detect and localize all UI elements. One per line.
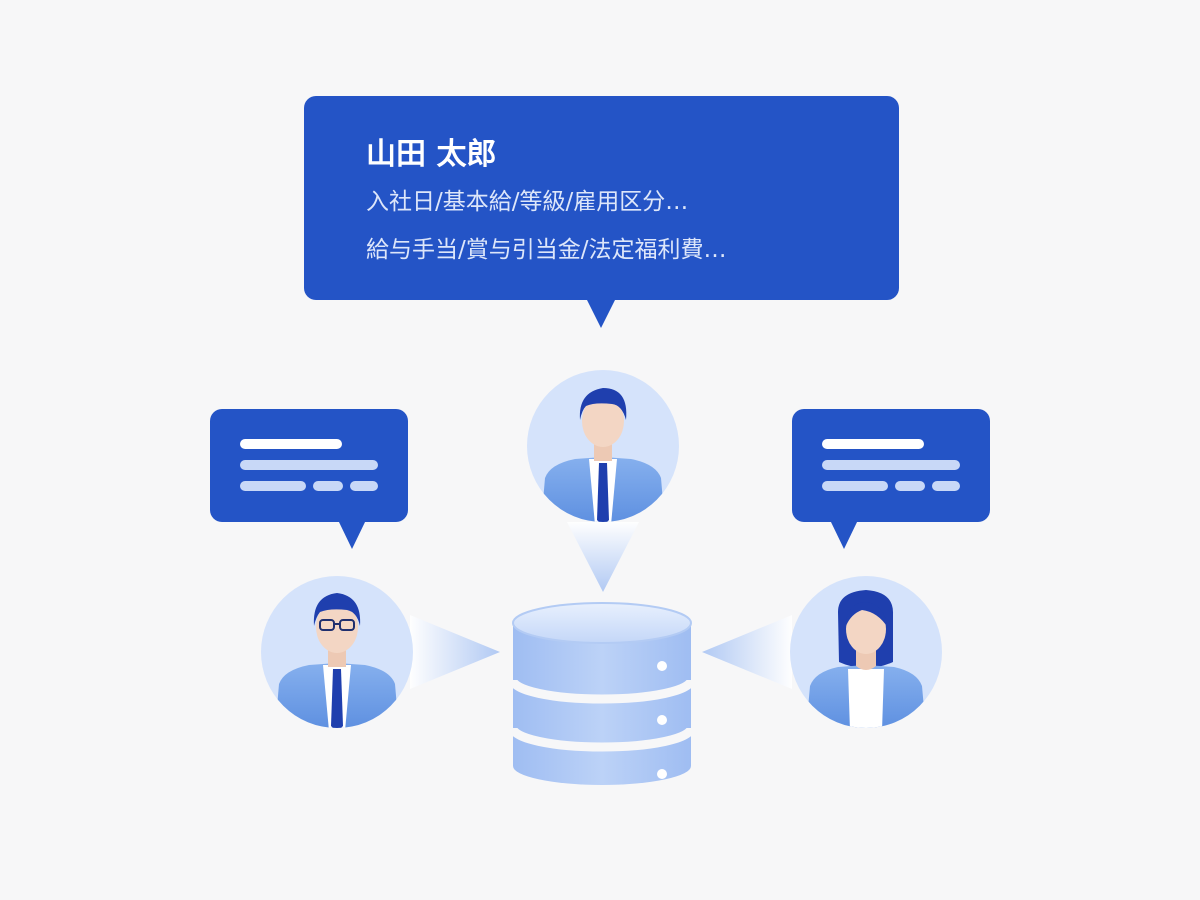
database-icon [508, 602, 696, 785]
placeholder-line [822, 439, 924, 449]
placeholder-line [822, 460, 960, 470]
businesswoman-icon [790, 576, 942, 728]
bubble-tail [586, 298, 616, 328]
employee-name: 山田 太郎 [366, 137, 497, 172]
beam-right [702, 615, 792, 689]
message-bubble-icon [210, 409, 408, 549]
placeholder-line [895, 481, 925, 491]
employee-fields-line1: 入社日/基本給/等級/雇用区分… [366, 189, 689, 215]
placeholder-line [313, 481, 343, 491]
employee-fields-line2: 給与手当/賞与引当金/法定福利費… [366, 237, 727, 263]
placeholder-line [240, 460, 378, 470]
bubble-tail [338, 520, 366, 549]
placeholder-line [240, 439, 342, 449]
beam-left [410, 615, 500, 689]
beam-center [567, 522, 639, 592]
businessman-with-glasses-icon [261, 576, 413, 728]
businessman-icon [527, 370, 679, 522]
employee-info-bubble: 山田 太郎 入社日/基本給/等級/雇用区分… 給与手当/賞与引当金/法定福利費… [304, 96, 899, 328]
placeholder-line [822, 481, 888, 491]
placeholder-line [240, 481, 306, 491]
message-bubble-icon [792, 409, 990, 549]
placeholder-line [350, 481, 378, 491]
placeholder-line [932, 481, 960, 491]
bubble-tail [830, 520, 858, 549]
